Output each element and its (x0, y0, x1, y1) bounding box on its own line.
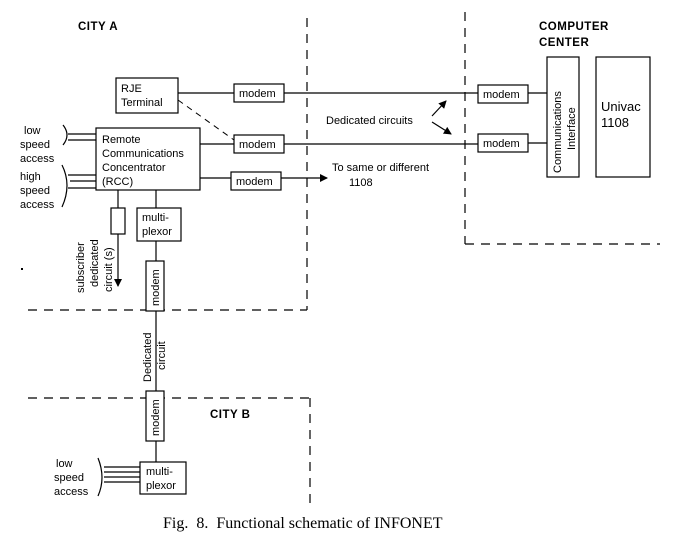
to-same-or-different-label-line2: 1108 (349, 177, 373, 189)
rje-terminal-label-line2: Terminal (121, 97, 163, 109)
multiplexor-a-label-line2: plexor (142, 226, 172, 238)
modem-vertical-a-label: modem (150, 269, 162, 306)
modem-cc-2-label: modem (483, 138, 520, 150)
city-a-boundary (28, 18, 308, 311)
low-speed-access-b-line3: access (54, 486, 89, 498)
low-speed-access-a-line2: speed (20, 139, 50, 151)
rcc-label-line1: Remote (102, 134, 141, 146)
high-speed-access-line3: access (20, 199, 55, 211)
multiplexor-b-label-line2: plexor (146, 480, 176, 492)
univac-label-line2: 1108 (601, 115, 629, 130)
stray-dot (21, 268, 23, 270)
dedicated-circuits-pointer-down (431, 121, 452, 135)
high-speed-access-line2: speed (20, 185, 50, 197)
modem-rcc-2-label: modem (236, 176, 273, 188)
modem-vertical-a (145, 260, 165, 312)
low-speed-access-b-line2: speed (54, 472, 84, 484)
computer-center-label-line2: CENTER (539, 37, 589, 49)
low-speed-access-lines-a (62, 124, 96, 146)
modem-cc-1 (477, 84, 529, 104)
city-a-label: CITY A (78, 21, 118, 33)
dedicated-circuit-vertical-line2: circuit (156, 341, 168, 370)
rcc-label-line3: Concentrator (102, 162, 166, 174)
rje-terminal-box (115, 77, 179, 114)
city-b-label: CITY B (210, 409, 251, 421)
modem-cc-1-label: modem (483, 89, 520, 101)
high-speed-access-lines (61, 164, 96, 208)
subscriber-circuit-box (110, 207, 126, 235)
dedicated-circuits-pointer-up (431, 100, 447, 117)
low-speed-access-lines-b (97, 457, 140, 497)
subscriber-circuit-label-line1: subscriber (75, 242, 87, 293)
communications-interface-label-line2: Interface (566, 107, 578, 150)
modem-vertical-b (145, 390, 165, 442)
figure-caption: Fig. 8. Functional schematic of INFONET (163, 515, 443, 532)
communications-interface-box (546, 56, 580, 178)
multiplexor-a-label-line1: multi- (142, 212, 169, 224)
modem-rcc-1-label: modem (239, 139, 276, 151)
multiplexor-b-box (139, 461, 187, 495)
subscriber-circuit-label-line2: dedicated (89, 239, 101, 287)
high-speed-access-line1: high (20, 171, 41, 183)
univac-box (595, 56, 651, 178)
dedicated-circuit-vertical-line1: Dedicated (142, 332, 154, 382)
communications-interface-label-line1: Communications (552, 91, 564, 173)
low-speed-access-a-line3: access (20, 153, 55, 165)
rcc-label-line2: Communications (102, 148, 184, 160)
modem-rcc-2 (230, 171, 282, 191)
to-same-or-different-label-line1: To same or different (332, 162, 429, 174)
dedicated-circuits-label: Dedicated circuits (326, 115, 413, 127)
multiplexor-a-box (136, 207, 182, 242)
modem-vertical-b-label: modem (150, 399, 162, 436)
computer-center-boundary (464, 12, 660, 245)
low-speed-access-b-line1: low (56, 458, 73, 470)
rje-terminal-label-line1: RJE (121, 83, 142, 95)
rcc-box (95, 127, 201, 191)
univac-label-line1: Univac (601, 99, 641, 114)
multiplexor-b-label-line1: multi- (146, 466, 173, 478)
modem-rje-label: modem (239, 88, 276, 100)
city-b-boundary (28, 397, 311, 505)
rcc-label-line4: (RCC) (102, 176, 133, 188)
computer-center-label-line1: COMPUTER (539, 21, 609, 33)
low-speed-access-a-line1: low (24, 125, 41, 137)
subscriber-circuit-label-line3: circuit (s) (103, 247, 115, 292)
rje-to-modem-dashed-line (177, 99, 235, 141)
